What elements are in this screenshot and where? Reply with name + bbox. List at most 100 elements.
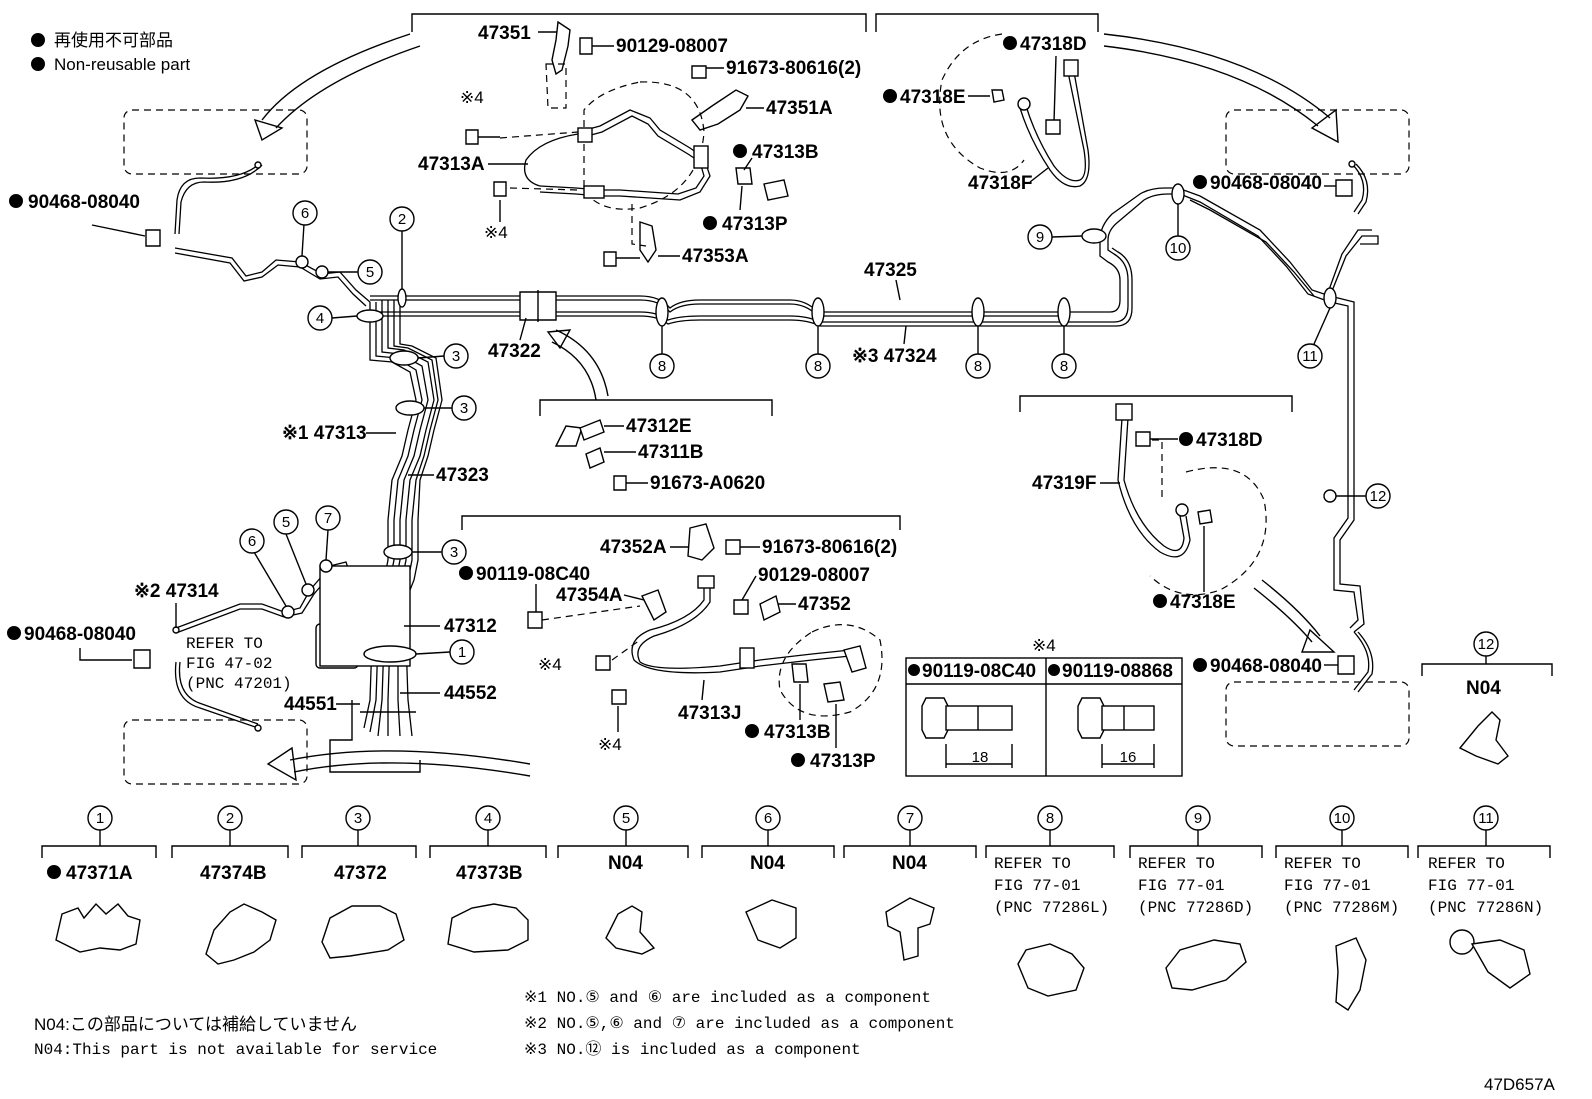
label-47312E: 47312E [626,416,692,437]
clamp9-l2: FIG 77-01 [1138,877,1224,895]
main-pipes [172,187,1379,773]
clip-icon [991,89,1005,103]
label-91673-A0620: 91673-A0620 [650,473,765,494]
callout-6-top: 6 [301,205,309,222]
label-47352A: 47352A [600,537,667,558]
label-47318D-mid: 47318D [1196,430,1263,451]
callout-10: 10 [1170,240,1187,257]
legend-dot-icon [31,33,45,47]
clamp4-label: 47373B [456,863,523,884]
callout-8-b: 8 [814,358,822,375]
clamp11-l1: REFER TO [1428,855,1505,873]
gasket-icon [735,167,753,185]
clamp12-label: N04 [1466,678,1501,699]
clip-icon [1197,509,1213,525]
bolt-icon [725,539,741,555]
clamp7-label: N04 [892,853,927,874]
label-44551: 44551 [284,694,337,715]
label-47313P-mid: 47313P [810,751,876,772]
callout-7: 7 [324,510,332,527]
bolt-icon [493,181,507,197]
bolt-len2: 16 [1120,749,1137,766]
clamp-icon [55,902,141,953]
clamp10-l3: (PNC 77286M) [1284,899,1399,917]
bolt-table-header: ※4 [1032,636,1056,655]
right-mid-group: 47319F 47318D 47318E [1019,395,1336,653]
label-91673-80616-mid: 91673-80616(2) [762,537,897,558]
legend-dot-icon [31,57,45,71]
clip-icon [1458,711,1509,765]
clip-icon [1335,179,1353,197]
bracket-icon [687,523,715,561]
callout-5-mid: 5 [282,514,290,531]
label-90468-08040-ml: 90468-08040 [24,624,136,645]
clamp2-label: 47374B [200,863,267,884]
clamp8-l3: (PNC 77286L) [994,899,1109,917]
clamp-icon [205,903,277,965]
clamp-markers [281,183,1337,663]
label-47318E-mid: 47318E [1170,592,1236,613]
label-47313A: 47313A [418,154,485,175]
label-47313J: 47313J [678,703,741,724]
clamp9-l1: REFER TO [1138,855,1215,873]
right-top-region: 90468-08040 [1193,109,1410,215]
bracket-icon [641,589,667,622]
clamp-icon [1470,939,1531,989]
callout-12: 12 [1370,488,1387,505]
label-47354A: 47354A [556,585,623,606]
clamp8-num: 8 [1046,810,1054,827]
clamp10-l1: REFER TO [1284,855,1361,873]
clamp8-l2: FIG 77-01 [994,877,1080,895]
top-left-region: 90468-08040 [9,33,421,247]
clamp9-l3: (PNC 77286D) [1138,899,1253,917]
label-47323: 47323 [436,465,489,486]
clamp9-num: 9 [1194,810,1202,827]
label-47313: ※1 47313 [282,423,367,444]
callout-2: 2 [398,211,406,228]
clamp11-num: 11 [1478,810,1494,827]
clamp-icon [321,905,405,959]
callout-9: 9 [1036,229,1044,246]
clamp12-num: 12 [1478,636,1495,653]
clamp10-num: 10 [1334,810,1351,827]
clamp-icon [447,903,529,953]
lower-left-region [123,719,531,785]
mid-upper-group: 47312E 47311B 91673-A0620 [539,329,773,494]
clamp10-l2: FIG 77-01 [1284,877,1370,895]
bolt-icon [527,611,543,629]
gasket-icon [823,681,845,703]
label-47314: ※2 47314 [134,581,219,602]
label-47313P-top: 47313P [722,214,788,235]
bolt-icon [595,655,611,671]
callout-1: 1 [458,644,466,661]
clip-icon [133,649,151,669]
clamp-catalog: 1 47371A 2 47374B 3 47372 4 47373B 5 N04… [41,805,1551,1011]
clamp2-num: 2 [226,810,234,827]
clamp4-num: 4 [484,810,492,827]
bolt-head-icon [1077,697,1105,739]
clamp1-label: 47371A [66,863,133,884]
grommet-icon [585,447,605,469]
clamp11-l2: FIG 77-01 [1428,877,1514,895]
bolt-table: ※4 90119-08C40 90119-08868 18 16 [905,636,1183,777]
clip-icon [1337,655,1355,675]
label-47313B-top: 47313B [752,142,819,163]
legend-jp: 再使用不可部品 [54,30,173,50]
clamp7-num: 7 [906,810,914,827]
label-star4-t1: ※4 [460,88,484,107]
note-3: ※3 NO.⑫ is included as a component [524,1040,861,1059]
label-star4-m1: ※4 [538,655,562,674]
figure-id: 47D657A [1484,1075,1556,1094]
bolt-icon [579,37,593,55]
top-center-group: 47351 90129-08007 91673-80616(2) 47351A … [411,13,1099,267]
right-lower-region: 90468-08040 [1193,631,1410,747]
label-47318D-top: 47318D [1020,34,1087,55]
clip-icon [745,899,797,949]
top-right-group: 47318D 47318E 47318F [883,33,1339,194]
clamp3-label: 47372 [334,863,387,884]
label-47353A: 47353A [682,246,749,267]
bracket-icon [551,20,571,76]
clip-icon [605,905,656,955]
bolt-icon [611,689,627,705]
